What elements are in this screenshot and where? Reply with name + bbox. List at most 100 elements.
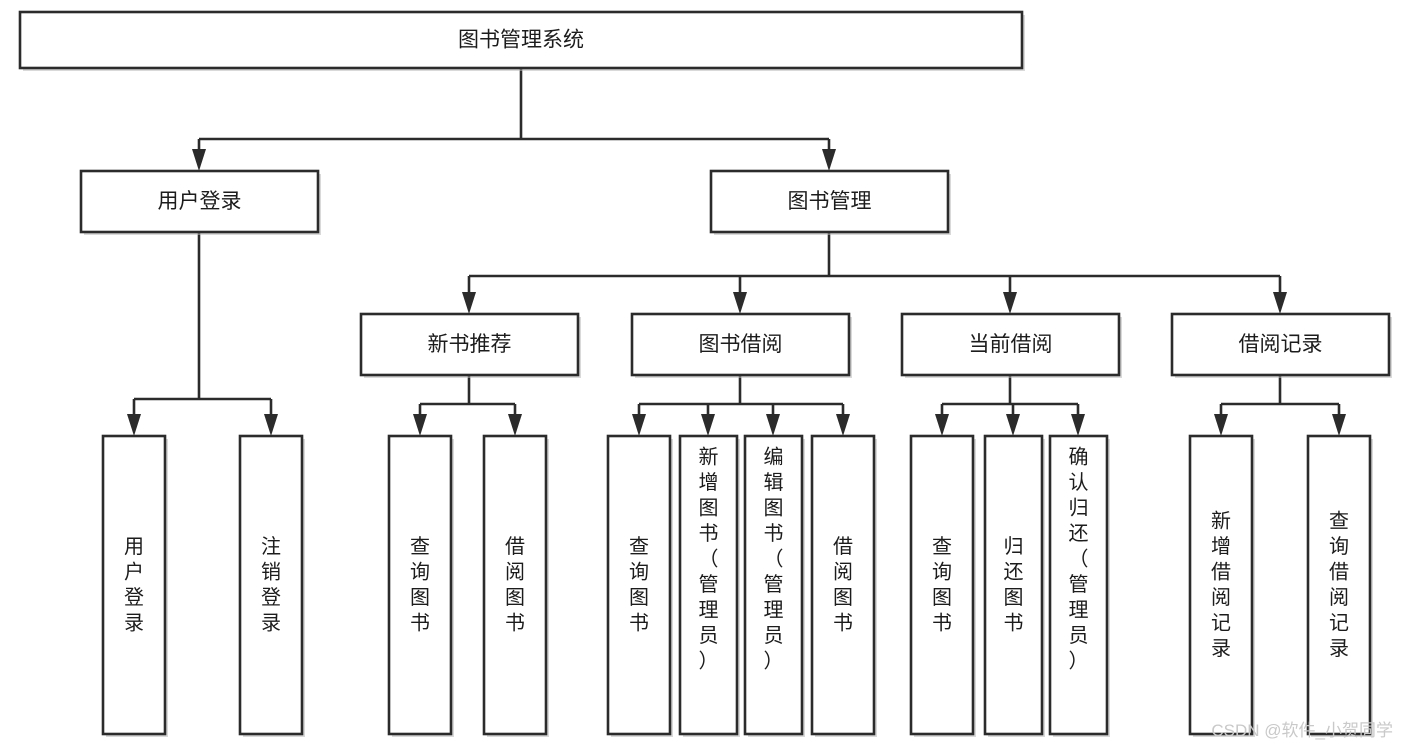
arrow-head-icon <box>822 149 836 171</box>
leaf-box[interactable] <box>387 434 453 736</box>
arrow-head-icon <box>632 414 646 436</box>
level2-box[interactable] <box>79 169 320 234</box>
leaf-label-char: 书 <box>764 522 784 545</box>
leaf-node[interactable]: 新增借阅记录新增借阅记录 <box>1188 434 1255 737</box>
leaf-label-char: 户 <box>124 561 144 584</box>
level3-label: 图书借阅 <box>699 333 783 356</box>
leaf-label-char: ） <box>699 649 719 672</box>
leaf-label-char: 管 <box>1069 573 1089 596</box>
connector-newbook-to-leaves <box>413 375 522 436</box>
leaf-node[interactable]: 查询图书查询图书 <box>387 434 454 737</box>
leaf-box[interactable] <box>983 434 1044 736</box>
leaf-box[interactable] <box>482 434 548 736</box>
connector-borrow-to-leaves <box>632 375 850 436</box>
leaf-label-char: 借 <box>505 535 525 558</box>
leaf-node[interactable]: 归还图书归还图书 <box>983 434 1045 737</box>
leaf-label-char: （ <box>699 547 719 570</box>
leaf-node[interactable]: 用户登录用户登录 <box>101 434 168 737</box>
level3-label: 当前借阅 <box>969 333 1053 356</box>
leaf-label-char: 借 <box>1211 561 1231 584</box>
leaf-label-char: 阅 <box>833 561 853 584</box>
leaf-node[interactable]: 查询借阅记录查询借阅记录 <box>1306 434 1373 737</box>
leaf-box[interactable] <box>238 434 304 736</box>
leaf-node[interactable]: 借阅图书借阅图书 <box>810 434 877 737</box>
leaf-box[interactable] <box>1188 434 1254 736</box>
leaf-box[interactable] <box>101 434 167 736</box>
leaf-label-char: 书 <box>505 612 525 635</box>
leaf-label-char: 管 <box>764 573 784 596</box>
leaf-label-char: 阅 <box>1329 586 1349 609</box>
level3-node[interactable]: 借阅记录 <box>1170 312 1392 378</box>
arrow-head-icon <box>1273 292 1287 314</box>
leaf-node[interactable]: 注销登录注销登录 <box>238 434 305 737</box>
level2-box[interactable] <box>709 169 950 234</box>
arrow-head-icon <box>127 414 141 436</box>
level3-label: 借阅记录 <box>1239 333 1323 356</box>
leaf-label-char: 还 <box>1069 522 1089 545</box>
node-layer: 图书管理系统用户登录图书管理新书推荐图书借阅当前借阅借阅记录用户登录用户登录注销… <box>18 10 1392 737</box>
leaf-label-char: 员 <box>1069 625 1089 647</box>
leaf-label-char: 归 <box>1069 496 1089 519</box>
root-box[interactable] <box>18 10 1024 70</box>
leaf-label-char: 管 <box>699 573 719 596</box>
leaf-label-char: 查 <box>1329 510 1349 533</box>
arrow-head-icon <box>192 149 206 171</box>
arrow-head-icon <box>462 292 476 314</box>
arrow-head-icon <box>508 414 522 436</box>
leaf-label-char: 书 <box>932 612 952 635</box>
leaf-label-char: 图 <box>410 587 430 609</box>
leaf-label-char: 员 <box>764 625 784 647</box>
connector-bookmgmt-to-level3 <box>462 232 1287 314</box>
level3-box[interactable] <box>630 312 851 377</box>
leaf-label-char: 查 <box>932 535 952 558</box>
level3-box[interactable] <box>359 312 580 377</box>
leaf-node[interactable]: 查询图书查询图书 <box>909 434 976 737</box>
root-node[interactable]: 图书管理系统 <box>18 10 1025 71</box>
leaf-box[interactable] <box>743 434 804 736</box>
level3-box[interactable] <box>900 312 1121 377</box>
connector-root-to-level2 <box>192 68 836 171</box>
connector-layer <box>127 68 1346 436</box>
leaf-label-char: 询 <box>932 561 952 584</box>
leaf-label-char: 阅 <box>505 561 525 584</box>
level2-node[interactable]: 用户登录 <box>79 169 321 235</box>
leaf-box[interactable] <box>810 434 876 736</box>
leaf-label-char: 理 <box>764 599 784 621</box>
arrow-head-icon <box>1332 414 1346 436</box>
leaf-label-char: 登 <box>261 586 281 609</box>
leaf-box[interactable] <box>1048 434 1109 736</box>
level2-node[interactable]: 图书管理 <box>709 169 951 235</box>
leaf-label-char: 书 <box>1004 612 1024 635</box>
level3-node[interactable]: 当前借阅 <box>900 312 1122 378</box>
leaf-label-char: 员 <box>699 625 719 647</box>
leaf-label-char: 确 <box>1069 445 1089 468</box>
level2-label: 图书管理 <box>788 190 872 213</box>
leaf-label-char: 书 <box>629 612 649 635</box>
leaf-label-char: 销 <box>261 561 281 584</box>
leaf-label-char: 增 <box>1211 535 1231 558</box>
leaf-label-char: 询 <box>410 561 430 584</box>
leaf-label-char: 记 <box>1211 612 1231 635</box>
arrow-head-icon <box>766 414 780 436</box>
level3-node[interactable]: 新书推荐 <box>359 312 581 378</box>
leaf-box[interactable] <box>1306 434 1372 736</box>
level3-box[interactable] <box>1170 312 1391 377</box>
leaf-box[interactable] <box>678 434 739 736</box>
leaf-box[interactable] <box>909 434 975 736</box>
leaf-box[interactable] <box>606 434 672 736</box>
leaf-node[interactable]: 查询图书查询图书 <box>606 434 673 737</box>
leaf-label-char: 图 <box>764 497 784 519</box>
leaf-label-char: 记 <box>1329 612 1349 635</box>
level3-label: 新书推荐 <box>428 333 512 356</box>
leaf-label-char: 归 <box>1004 535 1024 558</box>
leaf-label-char: 查 <box>410 535 430 558</box>
leaf-label-char: 增 <box>699 471 719 494</box>
arrow-head-icon <box>701 414 715 436</box>
leaf-node[interactable]: 借阅图书借阅图书 <box>482 434 549 737</box>
leaf-label-char: 录 <box>1329 638 1349 660</box>
level3-node[interactable]: 图书借阅 <box>630 312 852 378</box>
leaf-label-char: 录 <box>124 613 144 635</box>
